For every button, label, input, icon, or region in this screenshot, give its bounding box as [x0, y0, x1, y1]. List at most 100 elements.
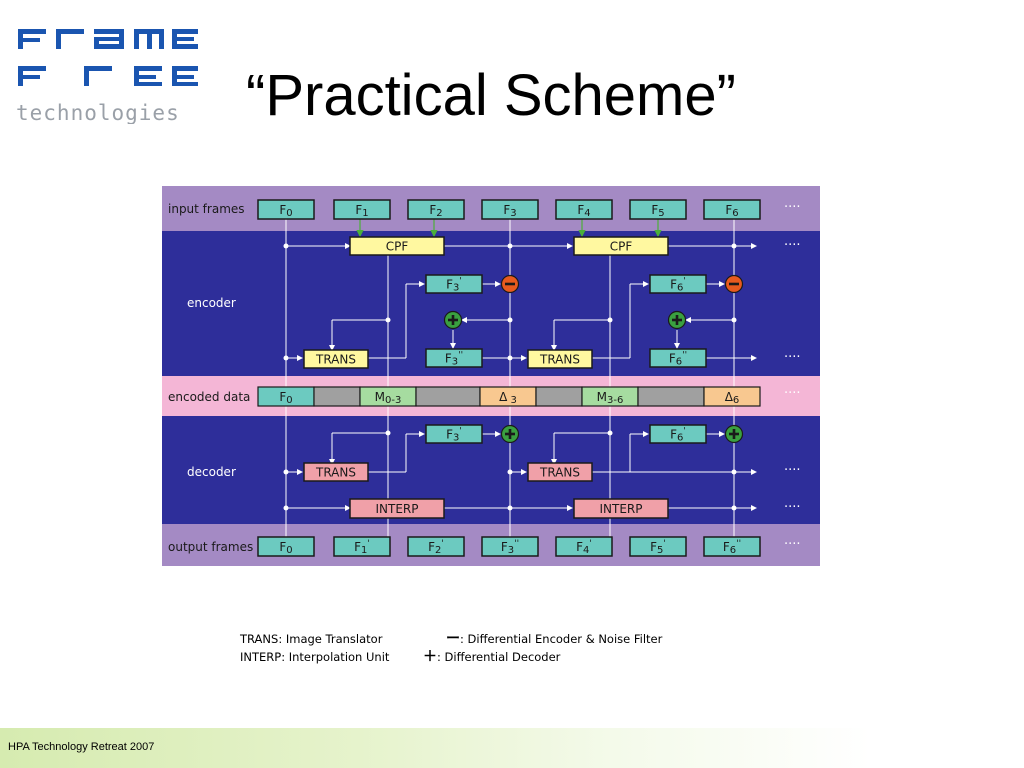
trans-box-label: TRANS [539, 353, 580, 367]
input-frame-box: F4 [555, 199, 613, 220]
band-label-encoded: encoded data [168, 390, 250, 404]
encoded-cell [415, 386, 481, 407]
encoded-cell: F0 [257, 386, 315, 407]
encoded-cell-label: Δ6 [725, 390, 740, 406]
encoded-cell: Δ 3 [479, 386, 537, 407]
encoded-cell-label: F0 [279, 390, 292, 406]
f-prime-box-label: F6' [670, 427, 686, 444]
trans-box-label: TRANS [315, 353, 356, 367]
output-frame-box-label: F2' [428, 539, 444, 556]
cpf-box: CPF [349, 236, 445, 256]
footer-text: HPA Technology Retreat 2007 [8, 741, 155, 753]
f-prime-box: F6' [649, 274, 707, 294]
output-frame-box: F6'' [703, 536, 761, 557]
input-frame-box: F1 [333, 199, 391, 220]
output-frame-box: F4' [555, 536, 613, 557]
input-frame-box: F0 [257, 199, 315, 220]
encoded-cell [313, 386, 361, 407]
minus-operator-icon [500, 274, 520, 294]
output-frame-box: F3'' [481, 536, 539, 557]
output-frame-box-label: F3'' [501, 539, 519, 556]
ellipsis-output: ···· [784, 537, 801, 552]
f-double-prime-box: F3'' [425, 348, 483, 368]
legend-interp: INTERP: Interpolation Unit [240, 650, 390, 664]
encoded-cell: Δ6 [703, 386, 761, 407]
input-frame-box: F6 [703, 199, 761, 220]
trans-box: TRANS [303, 349, 369, 369]
output-frame-box-label: F1' [354, 539, 370, 556]
band-label-output: output frames [168, 540, 253, 554]
band-label-decoder: decoder [187, 465, 236, 479]
ellipsis-input: ···· [784, 200, 801, 215]
interp-box: INTERP [349, 498, 445, 519]
encoded-cell-label: M3-6 [597, 390, 624, 406]
cpf-box-label: CPF [610, 240, 633, 254]
plus-operator-icon [667, 310, 687, 330]
output-frame-box: F0 [257, 536, 315, 557]
f-double-prime-box: F6'' [649, 348, 707, 368]
input-frame-box-label: F6 [725, 203, 738, 219]
trans-box: TRANS [303, 462, 369, 482]
f-prime-box-label: F3' [446, 427, 462, 444]
band-label-input: input frames [168, 202, 245, 216]
legend-trans: TRANS: Image Translator [240, 632, 383, 646]
f-prime-box: F3' [425, 274, 483, 294]
output-frame-box-label: F0 [279, 540, 292, 556]
input-frame-box-label: F1 [355, 203, 368, 219]
f-double-prime-box-label: F6'' [669, 351, 687, 368]
legend-plus-symbol: ＋ [423, 649, 437, 665]
trans-box-label: TRANS [315, 466, 356, 480]
legend-minus-text: : Differential Encoder & Noise Filter [460, 632, 663, 646]
slide-title: “Practical Scheme” [246, 63, 736, 128]
encoded-cell-label: M0-3 [375, 390, 402, 406]
output-frame-box: F2' [407, 536, 465, 557]
cpf-box-label: CPF [386, 240, 409, 254]
interp-box: INTERP [573, 498, 669, 519]
legend-plus-text: : Differential Decoder [437, 650, 561, 664]
input-frame-box-label: F0 [279, 203, 292, 219]
ellipsis-encoded: ···· [784, 386, 801, 401]
output-frame-box-label: F6'' [723, 539, 741, 556]
output-frame-box: F5' [629, 536, 687, 557]
legend-minus-symbol: ー [446, 631, 460, 647]
ellipsis-cpf: ···· [784, 238, 801, 253]
cpf-box: CPF [573, 236, 669, 256]
plus-operator-icon [443, 310, 463, 330]
encoded-cell-label: Δ 3 [499, 390, 517, 406]
input-frame-box: F3 [481, 199, 539, 220]
ellipsis-trans: ···· [784, 350, 801, 365]
minus-operator-icon [724, 274, 744, 294]
plus-operator-icon [500, 424, 520, 444]
f-prime-box: F6' [649, 424, 707, 444]
encoded-cell [637, 386, 705, 407]
input-frame-box-label: F2 [429, 203, 442, 219]
interp-box-label: INTERP [599, 502, 642, 516]
interp-box-label: INTERP [375, 502, 418, 516]
trans-box: TRANS [527, 349, 593, 369]
encoded-cell: M0-3 [359, 386, 417, 407]
footer-bar [0, 728, 1024, 768]
f-prime-box-label: F6' [670, 277, 686, 294]
input-frame-box-label: F3 [503, 203, 516, 219]
trans-box: TRANS [527, 462, 593, 482]
svg-text:technologies: technologies [16, 101, 180, 124]
input-frame-box: F2 [407, 199, 465, 220]
f-prime-box-label: F3' [446, 277, 462, 294]
encoded-cell [535, 386, 583, 407]
encoded-cell: M3-6 [581, 386, 639, 407]
ellipsis-dec-trans: ···· [784, 463, 801, 478]
encoding-scheme-diagram: input frames encoder encoded data decode… [162, 186, 820, 566]
input-frame-box-label: F5 [651, 203, 664, 219]
f-prime-box: F3' [425, 424, 483, 444]
band-label-encoder: encoder [187, 296, 236, 310]
plus-operator-icon [724, 424, 744, 444]
output-frame-box-label: F4' [576, 539, 592, 556]
input-frame-box-label: F4 [577, 203, 590, 219]
f-double-prime-box-label: F3'' [445, 351, 463, 368]
frame-free-logo: technologies [16, 29, 198, 124]
ellipsis-interp: ···· [784, 500, 801, 515]
trans-box-label: TRANS [539, 466, 580, 480]
encoder-band [162, 231, 820, 376]
input-frame-box: F5 [629, 199, 687, 220]
output-frame-box: F1' [333, 536, 391, 557]
